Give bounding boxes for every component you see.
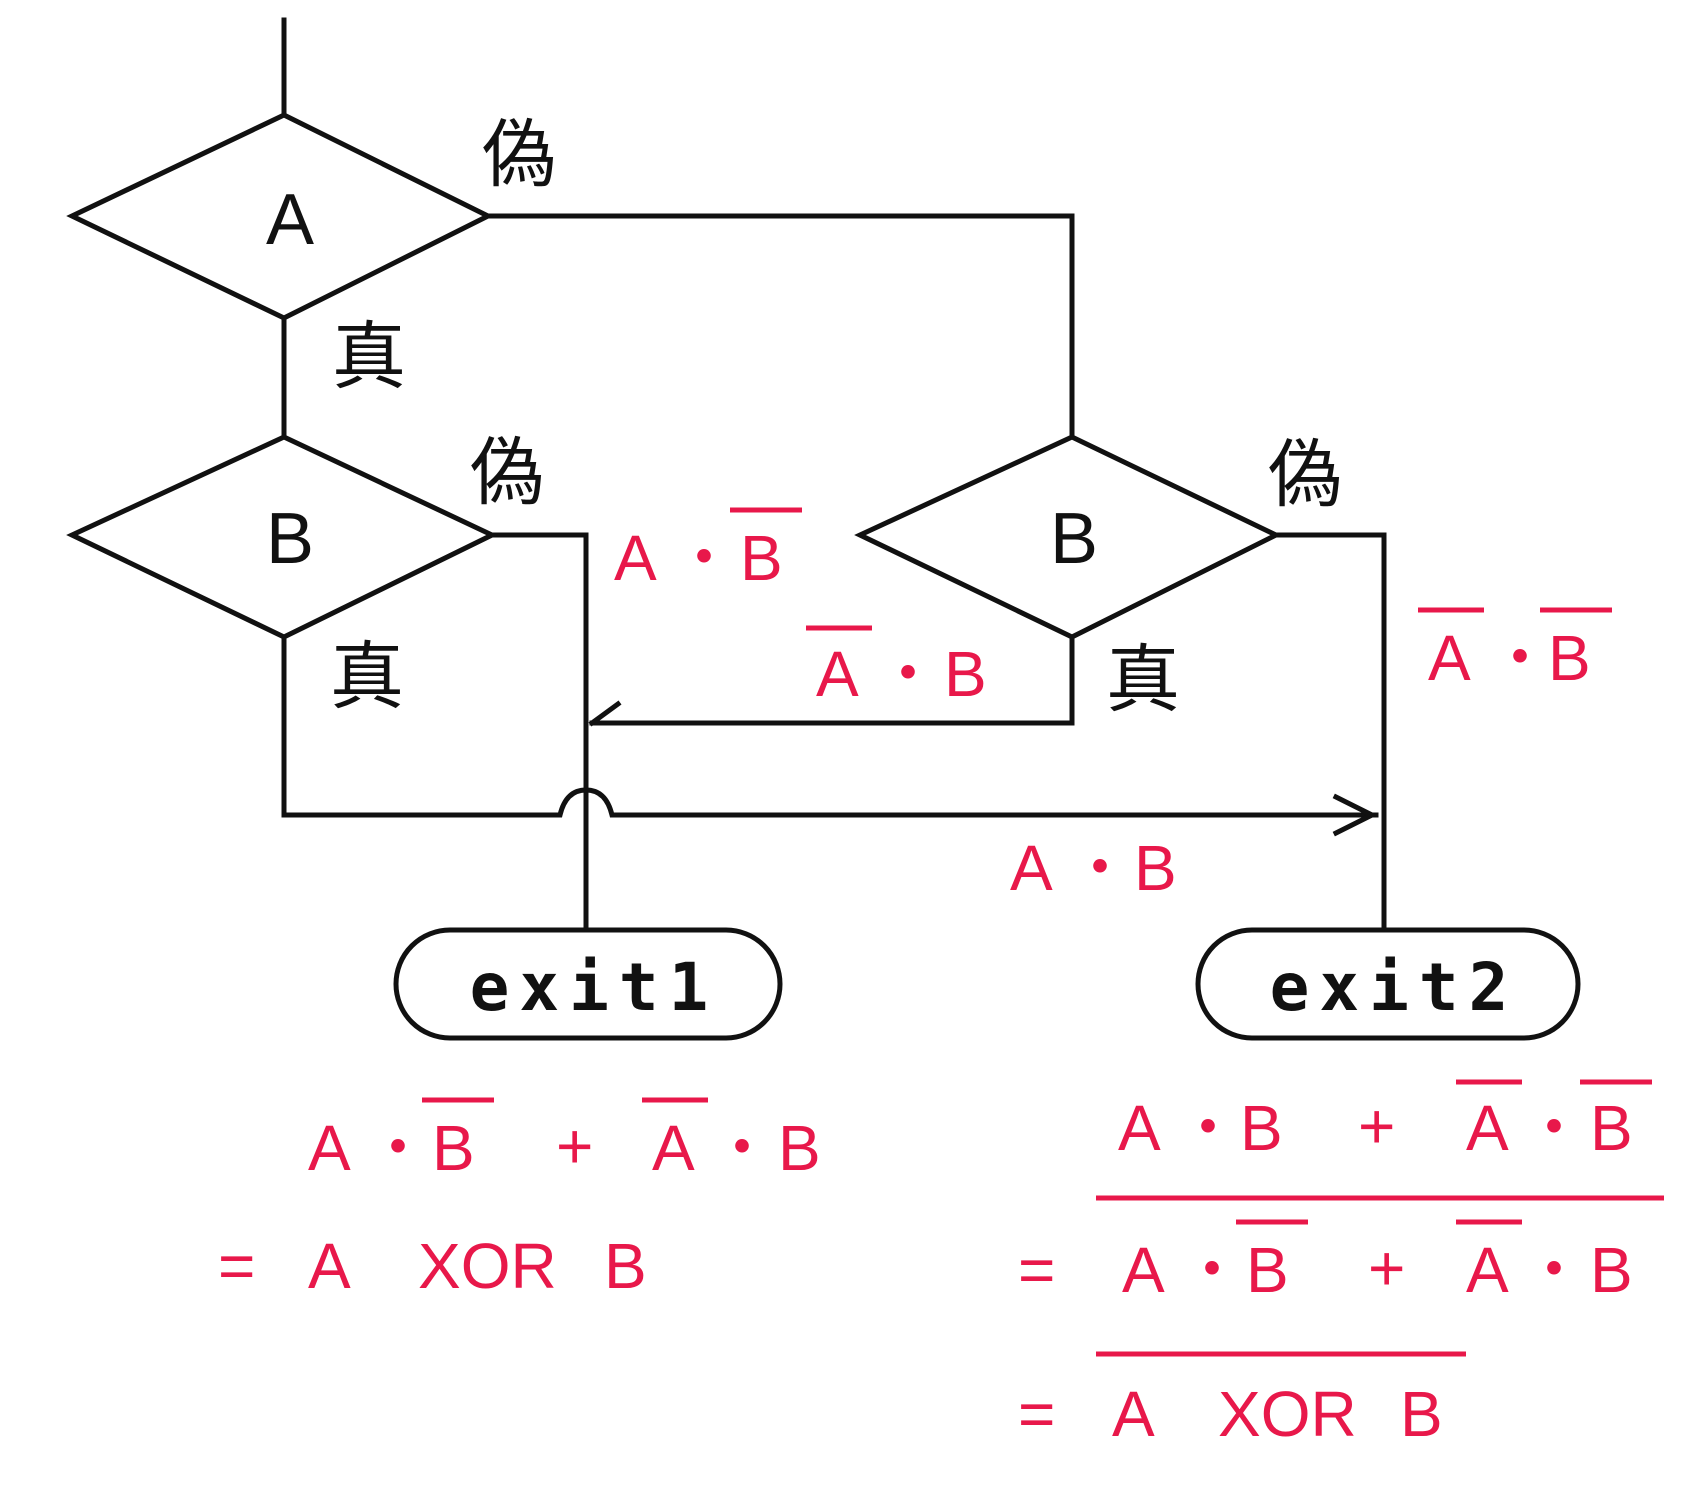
b1-true-line [281,634,1379,818]
exit2-formula: A ・ B + A ・ B = A ・ B + A ・ B = A XOR B [1018,1079,1664,1450]
arrow-to-exit1-path [588,700,622,727]
f2-l2-b2: B [1590,1234,1633,1306]
f1-xor: XOR [418,1230,557,1302]
f2-l2-a1: A [1122,1234,1165,1306]
a-false-line [485,213,1075,440]
f1-eq: = [218,1230,255,1302]
term-a: A [816,638,859,710]
arrow-to-exit2-path [1332,793,1378,837]
f1-a2: A [652,1112,695,1184]
f1-plus: + [556,1110,593,1182]
exit2-terminal-shape [1195,927,1581,1041]
term-a: A [1010,832,1053,904]
f1-dot2: ・ [710,1112,774,1184]
a-false-label: 偽 [482,112,556,198]
decision-b1-diamond [66,434,498,640]
f2-l2-dot1: ・ [1180,1234,1244,1306]
b1-false-label: 偽 [470,430,544,516]
branch-labels: 偽 真 偽 真 偽 真 [330,112,1342,723]
b1-true-label: 真 [330,634,404,720]
term-dot: ・ [1488,622,1552,694]
connectors [281,17,1387,928]
f2-l2-a2: A [1466,1234,1509,1306]
term-dot: ・ [876,638,940,710]
f2-l3-b: B [1400,1378,1443,1450]
exit2-label: exit2 [1270,949,1519,1026]
decision-b1-label: B [266,499,314,579]
term-dot: ・ [672,522,736,594]
term-dot: ・ [1068,832,1132,904]
exit1-formula: A ・ B + A ・ B = A XOR B [218,1097,821,1302]
f2-l2-plus: + [1368,1232,1405,1304]
decision-b2-label: B [1050,499,1098,579]
decision-b2: B [854,434,1282,640]
f1-dot1: ・ [366,1112,430,1184]
a-true-label: 真 [332,314,406,400]
exit1-label: exit1 [470,949,719,1026]
f1-b: B [604,1230,647,1302]
f2-b1: B [1240,1092,1283,1164]
b2-true-label: 真 [1106,637,1180,723]
f1-b2: B [778,1112,821,1184]
exit1-terminal-shape [393,927,783,1041]
path-label-not-a-not-b: A ・ B [1418,607,1612,694]
b2-true-line [589,634,1075,726]
term-b: B [1548,622,1591,694]
f2-l3-xor: XOR [1218,1378,1357,1450]
path-label-not-a-b: A ・ B [806,625,987,710]
decision-a: A [66,112,494,321]
decision-a-diamond [66,112,494,321]
f2-eq2: = [1018,1378,1055,1450]
term-b: B [1134,832,1177,904]
f2-plus: + [1358,1090,1395,1162]
f2-dot2: ・ [1522,1092,1586,1164]
term-b: B [740,522,783,594]
f1-b1: B [432,1112,475,1184]
f2-l2-dot2: ・ [1522,1234,1586,1306]
f2-a1: A [1118,1092,1161,1164]
terminal-exit2: exit2 [1195,927,1581,1041]
b2-false-label: 偽 [1268,432,1342,518]
decision-a-label: A [266,180,314,260]
terminal-exit1: exit1 [393,927,783,1041]
term-a: A [614,522,657,594]
b2-false-line [1273,532,1387,928]
b1-false-line [489,532,589,928]
decision-b1: B [66,434,498,640]
f1-a1: A [308,1112,351,1184]
f2-a2: A [1466,1092,1509,1164]
f2-l2-b1: B [1246,1234,1289,1306]
f2-dot1: ・ [1176,1092,1240,1164]
f2-b2: B [1590,1092,1633,1164]
term-b: B [944,638,987,710]
term-a: A [1428,622,1471,694]
path-label-a-not-b: A ・ B [614,507,802,594]
f2-l3-a: A [1112,1378,1155,1450]
path-label-a-b: A ・ B [1010,832,1177,904]
f1-a: A [308,1230,351,1302]
f2-eq1: = [1018,1234,1055,1306]
decision-b2-diamond [854,434,1282,640]
